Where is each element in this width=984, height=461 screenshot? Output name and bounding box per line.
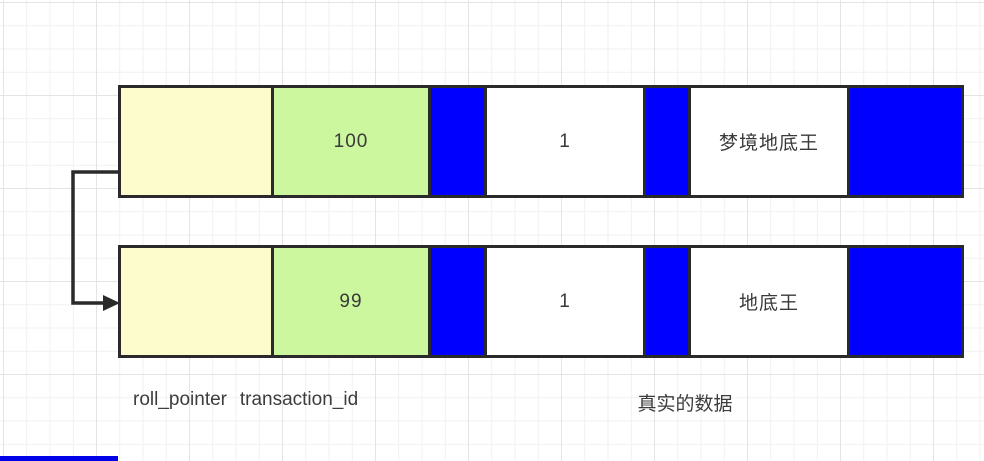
record-row-undo-version[interactable]: 99 1 地底王 bbox=[118, 245, 964, 358]
transaction-id-label[interactable]: transaction_id bbox=[239, 389, 359, 410]
data-cell[interactable]: 地底王 bbox=[688, 245, 850, 358]
partial-blue-shape[interactable] bbox=[0, 456, 118, 461]
blue-separator-cell[interactable] bbox=[643, 85, 691, 198]
blue-separator-cell[interactable] bbox=[428, 85, 487, 198]
blue-separator-cell[interactable] bbox=[643, 245, 691, 358]
field-value: 1 bbox=[559, 290, 571, 312]
field-cell[interactable]: 1 bbox=[484, 245, 646, 358]
transaction-id-value: 99 bbox=[339, 290, 363, 312]
blue-separator-cell[interactable] bbox=[428, 245, 487, 358]
roll-pointer-arrow-connector[interactable] bbox=[58, 158, 124, 318]
transaction-id-cell[interactable]: 99 bbox=[271, 245, 431, 358]
arrowhead-icon bbox=[103, 295, 120, 311]
real-data-label[interactable]: 真实的数据 bbox=[637, 394, 733, 415]
roll-pointer-label[interactable]: roll_pointer bbox=[133, 389, 227, 410]
data-value: 梦境地底王 bbox=[718, 133, 819, 154]
record-row-current-version[interactable]: 100 1 梦境地底王 bbox=[118, 85, 964, 198]
data-value: 地底王 bbox=[738, 293, 799, 314]
blue-tail-cell[interactable] bbox=[847, 245, 964, 358]
blue-tail-cell[interactable] bbox=[847, 85, 964, 198]
transaction-id-cell[interactable]: 100 bbox=[271, 85, 431, 198]
data-cell[interactable]: 梦境地底王 bbox=[688, 85, 850, 198]
roll-pointer-cell[interactable] bbox=[118, 245, 274, 358]
field-value: 1 bbox=[559, 130, 571, 152]
field-cell[interactable]: 1 bbox=[484, 85, 646, 198]
roll-pointer-cell[interactable] bbox=[118, 85, 274, 198]
transaction-id-value: 100 bbox=[333, 130, 369, 152]
